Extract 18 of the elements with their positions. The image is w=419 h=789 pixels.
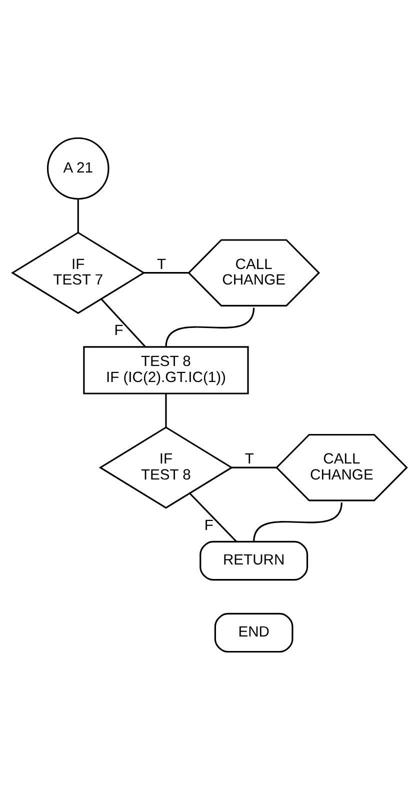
node-diamond: IF TEST 7 xyxy=(10,231,146,314)
connector xyxy=(232,466,276,468)
node-box: RETURN xyxy=(200,540,308,580)
connector xyxy=(100,298,146,347)
connector xyxy=(165,307,255,347)
connector xyxy=(189,492,237,542)
edge-label: T xyxy=(244,451,254,468)
node-circle: A 21 xyxy=(46,136,110,200)
node-diamond: IF TEST 8 xyxy=(98,426,234,508)
edge-label: T xyxy=(157,256,166,272)
edge-label: F xyxy=(204,517,214,534)
connector xyxy=(144,272,189,274)
connector xyxy=(253,502,342,542)
node-box: END xyxy=(214,612,294,652)
connector xyxy=(165,393,167,427)
connector xyxy=(77,198,79,232)
node-box: TEST 8 IF (IC(2).GT.IC(1)) xyxy=(83,346,249,394)
edge-label: F xyxy=(114,322,124,338)
